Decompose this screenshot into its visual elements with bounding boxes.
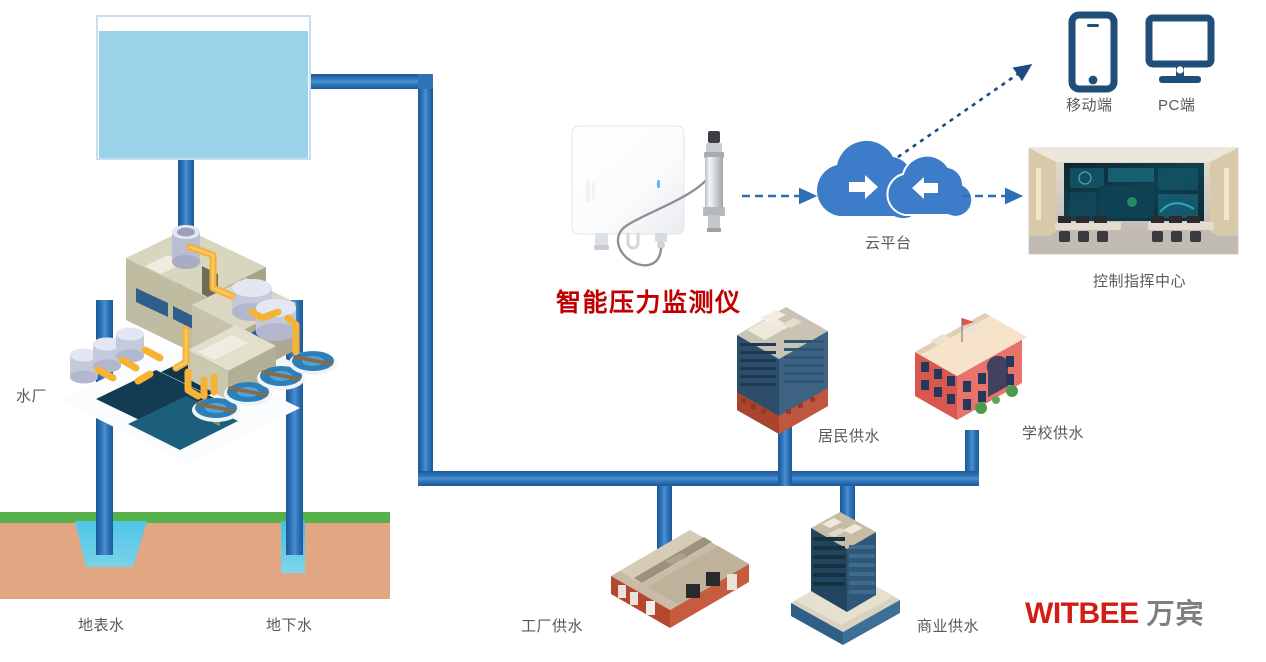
- grass-strip: [0, 512, 390, 523]
- desktop-monitor-icon: [1145, 14, 1215, 68]
- residential-building: [737, 307, 828, 434]
- pressure-probe: [703, 131, 725, 232]
- commercial-supply-label: 商业供水: [917, 618, 980, 635]
- groundwater-well: [281, 521, 305, 573]
- factory-supply-label: 工厂供水: [521, 618, 584, 635]
- factory-building: [611, 530, 749, 628]
- school-building: [915, 313, 1027, 420]
- plant-to-tank-pipe: [178, 155, 194, 285]
- soil-block: [0, 519, 390, 599]
- clarifier-basins: [192, 351, 337, 422]
- monitor-neck: [1176, 63, 1184, 77]
- pc-label: PC端: [1158, 97, 1196, 114]
- surface-water-pond: [75, 521, 147, 567]
- distribution-trunk-pipe: [418, 471, 878, 486]
- brand-name-cn: 万宾: [1146, 598, 1205, 629]
- brand-name-en: WITBEE: [1025, 597, 1139, 630]
- water-plant-label: 水厂: [16, 388, 48, 405]
- tank-outlet-pipe: [300, 74, 433, 486]
- device-title: 智能压力监测仪: [556, 289, 742, 317]
- residential-supply-label: 居民供水: [818, 428, 881, 445]
- surface-water-label: 地表水: [78, 617, 125, 634]
- monitor-dot: [1176, 66, 1184, 74]
- cloud-upload-download-icon: [816, 140, 974, 219]
- mobile-speaker: [1087, 24, 1099, 27]
- ground-water-label: 地下水: [266, 617, 313, 634]
- arrow-cloud-to-terminals: [897, 64, 1033, 159]
- mobile-phone-icon: [1068, 11, 1118, 93]
- plant-illustration: [60, 225, 337, 464]
- monitor-enclosure: [571, 125, 685, 250]
- cloud-platform-label: 云平台: [865, 235, 912, 252]
- intake-pipes: [96, 300, 303, 555]
- mobile-label: 移动端: [1066, 97, 1113, 114]
- brand-logo: WITBEE 万宾: [1025, 592, 1205, 632]
- control-center-label: 控制指挥中心: [1093, 273, 1187, 290]
- mobile-home-button: [1088, 75, 1098, 85]
- school-supply-label: 学校供水: [1022, 425, 1085, 442]
- commercial-building: [791, 512, 900, 645]
- consumer-branch-pipes: [657, 486, 855, 566]
- monitor-base: [1159, 76, 1201, 83]
